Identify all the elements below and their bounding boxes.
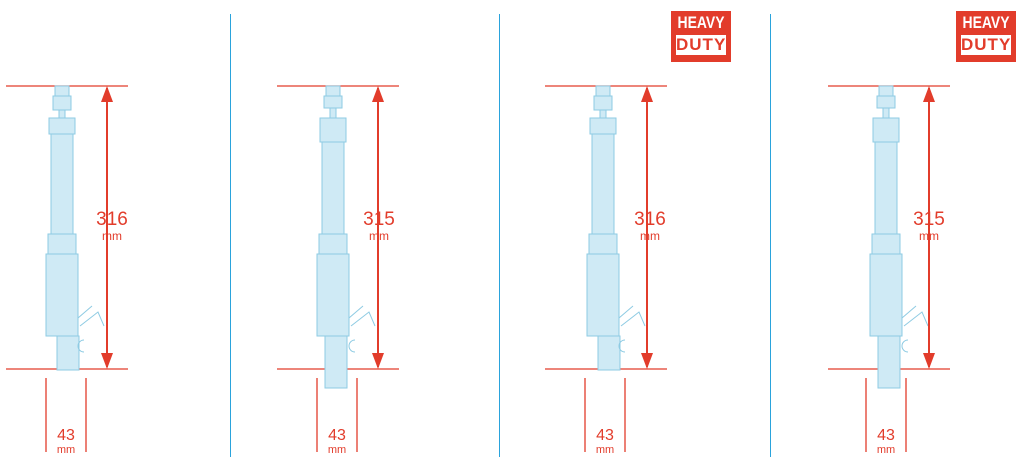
- shock-absorber-icon: [586, 85, 646, 371]
- panel-divider-3: [770, 14, 771, 457]
- heavy-duty-badge-2: HEAVY DUTY: [956, 11, 1016, 62]
- diagram-panel-4: 315 mm 43 mm: [771, 0, 1030, 457]
- height-value-2: 315: [363, 209, 395, 230]
- heavy-duty-badge-1: HEAVY DUTY: [671, 11, 731, 62]
- panel-divider-2: [499, 14, 500, 457]
- shock-drawing-1: 316 mm 43 mm: [6, 85, 128, 456]
- shock-absorber-icon: [316, 85, 376, 389]
- panel-divider-1: [230, 14, 231, 457]
- height-unit-3: mm: [640, 229, 660, 243]
- height-value-1: 316: [96, 209, 128, 230]
- height-value-4: 315: [913, 209, 945, 230]
- diameter-unit-1: mm: [57, 444, 75, 456]
- diagram-panel-3: 316 mm 43 mm: [500, 0, 770, 457]
- diameter-value-2: 43: [328, 427, 346, 444]
- diameter-value-4: 43: [877, 427, 895, 444]
- shock-drawing-3: 316 mm 43 mm: [545, 85, 667, 456]
- shock-drawing-2: 315 mm 43 mm: [277, 85, 399, 456]
- diagram-panel-1: 316 mm 43 mm: [0, 0, 230, 457]
- height-unit-4: mm: [919, 229, 939, 243]
- diameter-value-1: 43: [57, 427, 75, 444]
- height-unit-2: mm: [369, 229, 389, 243]
- badge-bottom-text: DUTY: [961, 35, 1012, 55]
- badge-top-text: HEAVY: [677, 13, 725, 32]
- height-unit-1: mm: [102, 229, 122, 243]
- badge-top-text: HEAVY: [962, 13, 1010, 32]
- diameter-unit-2: mm: [328, 444, 346, 456]
- diameter-unit-4: mm: [877, 444, 895, 456]
- shock-drawing-4: 315 mm 43 mm: [828, 85, 950, 456]
- diagram-panel-2: 315 mm 43 mm: [231, 0, 499, 457]
- shock-absorber-icon: [869, 85, 929, 389]
- badge-bottom-text: DUTY: [676, 35, 727, 55]
- diameter-value-3: 43: [596, 427, 614, 444]
- diameter-unit-3: mm: [596, 444, 614, 456]
- shock-absorber-icon: [45, 85, 105, 371]
- height-value-3: 316: [634, 209, 666, 230]
